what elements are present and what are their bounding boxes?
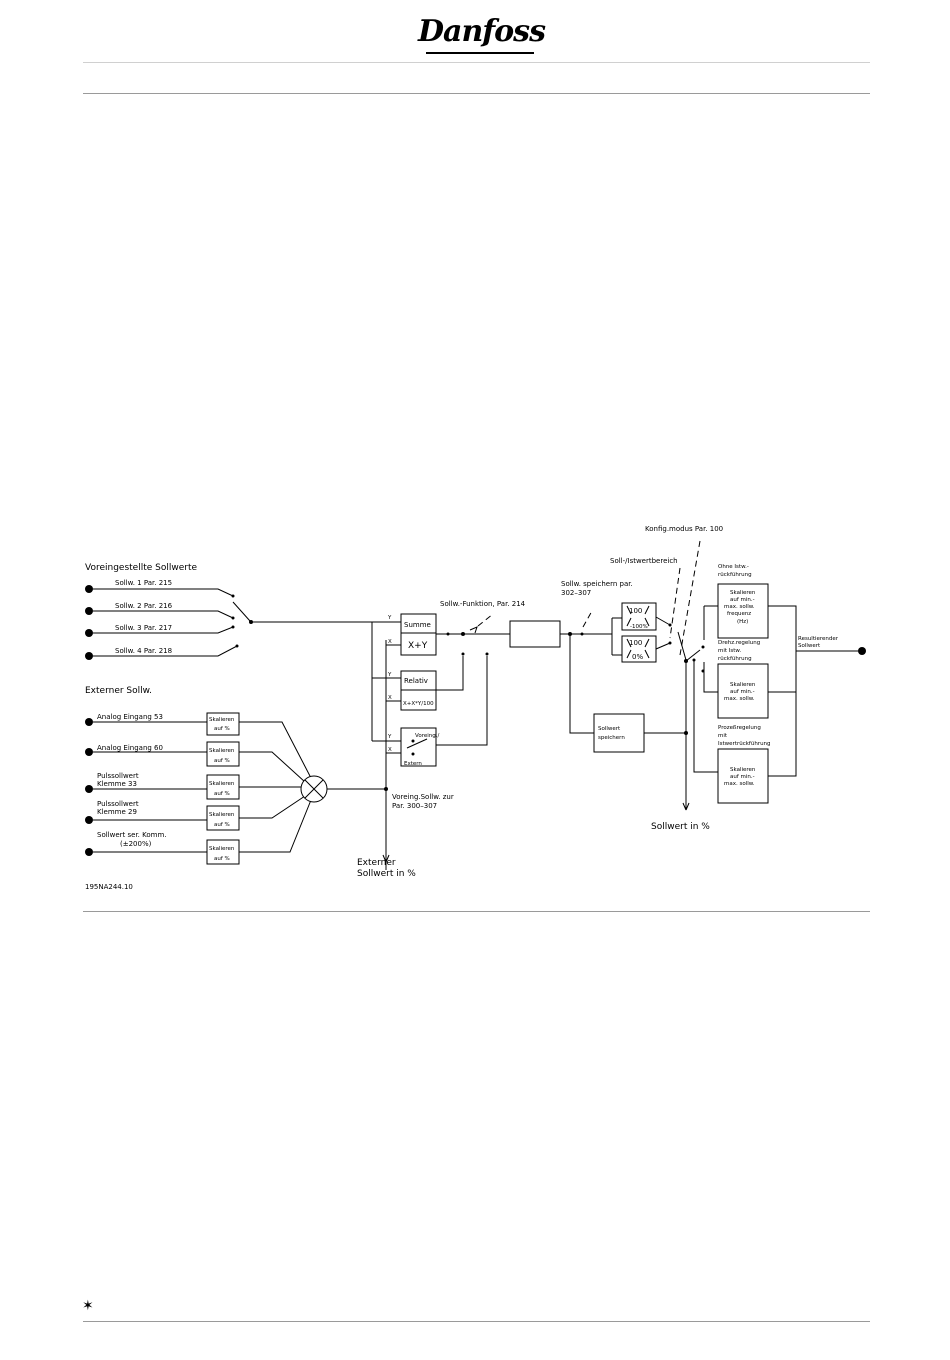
box-xplusy: X+Y [408,641,428,651]
config-pointers [669,540,701,656]
save-block [509,610,688,753]
range-1-bottom: -100% [630,624,648,630]
mode2-box-l1: Skalieren [730,682,756,688]
range-2-top: 100 [629,639,642,647]
box-voreing: Voreing./ [415,733,439,739]
save-label-l1: Sollw. speichern par. [561,580,633,588]
header-rule-light [83,62,870,63]
mode3-l2: mit [718,733,728,739]
result-l1: Resultierender [798,636,839,642]
preset-label-1: Sollw. 1 Par. 215 [115,579,172,587]
box-extern: Extern [404,761,422,767]
save-box-l2: speichern [598,735,625,741]
danfoss-logo: Danfoss [412,12,546,58]
box-summe: Summe [404,621,431,629]
input-label-1: Analog Eingang 53 [97,713,163,721]
range-boxes [611,602,687,663]
header-rule [83,93,870,94]
scale-3-l2: auf % [214,791,230,797]
input-label-3a: Pulssollwert [97,772,139,780]
scale-4-l1: Skalieren [209,812,235,818]
star-icon: ✶ [82,1298,94,1314]
input-label-3b: Klemme 33 [97,780,137,788]
scale-5-l1: Skalieren [209,846,235,852]
preset-lines [85,585,372,660]
mode2-l3: rückführung [718,656,752,662]
footer-rule [83,1321,870,1322]
ext-pct-l1: Externer [357,858,396,868]
function-bus [371,621,401,870]
mode3-l3: Istwertrückführung [718,741,771,747]
preset-to-l2: Par. 300–307 [392,802,437,810]
scale-4-l2: auf % [214,822,230,828]
xy-x-1: X [388,639,392,645]
mode-distribution [682,583,866,811]
summing-junction [239,721,386,853]
mode1-box-l3: max. sollw. [724,604,755,610]
scale-3-l1: Skalieren [209,781,235,787]
func-label: Sollw.-Funktion, Par. 214 [440,600,526,608]
preset-title: Voreingestellte Sollwerte [85,563,197,573]
scale-2-l1: Skalieren [209,748,235,754]
input-label-5a: Sollwert ser. Komm. [97,831,167,839]
box-relativ: Relativ [404,677,428,685]
xy-y-1: Y [387,615,392,621]
mode1-box-l1: Skalieren [730,590,756,596]
sollwert-pct: Sollwert in % [651,822,710,832]
preset-terminal-3 [85,629,93,637]
xy-y-2: Y [387,672,392,678]
preset-label-4: Sollw. 4 Par. 218 [115,647,172,655]
figure-bottom-rule [83,911,870,912]
preset-label-2: Sollw. 2 Par. 216 [115,602,173,610]
mode3-box-l3: max. sollw. [724,781,755,787]
logo-text: Danfoss [418,14,546,49]
input-label-5b: (±200%) [120,840,152,848]
function-boxes [400,613,437,767]
preset-terminal-1 [85,585,93,593]
save-box-l1: Sollwert [598,726,621,732]
scale-1-l1: Skalieren [209,717,235,723]
external-title: Externer Sollw. [85,686,152,696]
mode3-l1: Prozeßregelung [718,725,761,731]
preset-to-l1: Voreing.Sollw. zur [392,793,454,801]
box-relformula: X+X*Y/100 [403,701,434,707]
mode2-l1: Drehz.regelung [718,640,760,646]
save-label-l2: 302–307 [561,589,591,597]
figure-id: 195NA244.10 [85,883,133,891]
mode1-l2: rückführung [718,572,752,578]
xy-x-2: X [388,695,392,701]
result-l2: Sollwert [798,643,821,649]
config-label: Konfig.modus Par. 100 [645,525,723,533]
mode3-box-l1: Skalieren [730,767,756,773]
logo-underline [426,52,534,54]
ext-pct-l2: Sollwert in % [357,869,416,879]
input-label-2: Analog Eingang 60 [97,744,163,752]
mode2-box-l2: auf min.- [730,689,755,695]
mode1-box-l5: (Hz) [737,619,748,625]
range-1-top: 100 [629,607,642,615]
mode3-box-l2: auf min.- [730,774,755,780]
mode1-box-l4: frequenz [727,611,751,617]
mode1-box-l2: auf min.- [730,597,755,603]
input-label-4b: Klemme 29 [97,808,137,816]
xy-y-3: Y [387,734,392,740]
preset-terminal-4 [85,652,93,660]
range-label: Soll-/Istwertbereich [610,557,678,565]
input-label-4a: Pulssollwert [97,800,139,808]
mode2-l2: mit Istw. [718,648,741,654]
scale-5-l2: auf % [214,856,230,862]
scale-boxes [206,712,240,865]
mode2-box-l3: max. sollw. [724,696,755,702]
function-selector [436,613,510,746]
scale-1-l2: auf % [214,726,230,732]
mode1-l1: Ohne Istw.- [718,564,749,570]
range-2-bottom: 0% [632,653,643,661]
input-terminals [85,718,207,856]
scale-2-l2: auf % [214,758,230,764]
xy-x-3: X [388,747,392,753]
preset-terminal-2 [85,607,93,615]
preset-label-3: Sollw. 3 Par. 217 [115,624,172,632]
